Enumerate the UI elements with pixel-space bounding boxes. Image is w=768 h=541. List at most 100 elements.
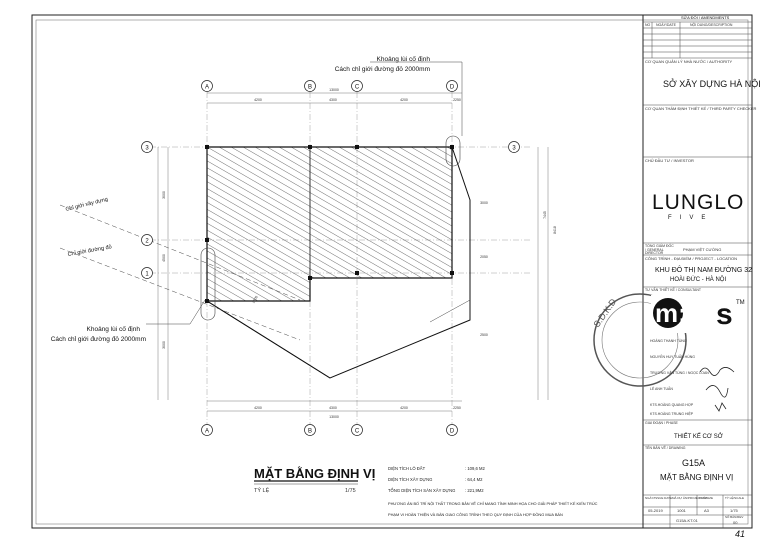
phase-value: THIẾT KẾ CƠ SỞ [674,434,723,440]
sheet-number: G15A-KT.01 [676,518,698,523]
director-name: PHẠM VIỆT CƯỜNG [683,247,722,252]
building-footprint [206,146,453,302]
grid-label-side: 1 [145,272,149,278]
dimension-label: 2200 [251,295,258,304]
rev-label: SỐ BẢN/REV [725,515,744,519]
meta-value: A3 [704,508,709,513]
lot-boundary [206,146,471,379]
meta-value: 1/75 [730,508,738,513]
brand-sub: FIVE [668,215,714,221]
project-label: CÔNG TRÌNH - ĐỊA ĐIỂM / PROJECT - LOCATI… [645,256,738,261]
staff-name: TRƯƠNG VĂN TÙNG / NGỌC LOAN [650,371,709,375]
authority-name: SỞ XÂY DỰNG HÀ NỘI [663,79,761,89]
svg-text:TM: TM [736,300,745,306]
annotation-setback-bottom-line1: Khoảng lùi cố định [87,324,141,333]
page-mark: 41 [735,529,746,539]
outer-border [31,14,753,529]
note-line: PHẠM VI HOÀN THIỆN VÀ BÀN GIAO CÔNG TRÌN… [388,512,563,517]
dimension-label: 3000 [162,341,166,349]
dimension-label: 4200 [254,98,262,102]
seal-text: S.D.K.D [591,296,618,329]
grid-label-bottom: D [450,429,455,435]
label-construction-line: Chỉ giới xây dựng [65,196,109,213]
grid-label-side: 2 [145,239,149,245]
consultant-logo: m:s s TM [651,295,745,333]
meta-label: TỶ LỆ/SCALE [725,496,745,500]
staff-name: LÊ ANH TUẤN [650,387,673,391]
meta-value: 05-2019 [648,508,663,513]
amend-col-no: NO [645,22,651,27]
scale-label: TỶ LỆ [254,486,270,494]
dimension-label: 4200 [400,98,408,102]
setback-marker-left [200,247,216,321]
signatures [699,367,735,412]
dimension-label: 4300 [329,406,337,410]
area-label: DIỆN TÍCH XÂY DỰNG [388,477,432,482]
grid-label-bottom: B [308,429,312,435]
grid-label-bottom: A [205,429,209,435]
svg-text:s: s [716,298,733,331]
grid-label-top: A [205,85,209,91]
dimension-label: 4300 [329,98,337,102]
checker-label: CƠ QUAN THẨM ĐỊNH THIẾT KẾ / THIRD PARTY… [645,106,757,111]
staff-name: NGUYỄN HUY TUẤN HÙNG [650,355,695,359]
svg-text:m:s: m:s [655,298,701,328]
grid-label-top: B [308,85,312,91]
amend-col-desc: NỘI DUNG/DESCRIPTION [690,22,733,27]
scale-value: 1/75 [345,488,356,494]
dimension-label: 2500 [480,333,488,337]
grid-label-bottom: C [355,429,360,435]
seal-stamp [593,293,687,387]
staff-name: KTS.HOÀNG TRUNG HIỆP [650,412,694,416]
drawing-code: G15A [682,458,706,468]
drawing-name: MẶT BẰNG ĐỊNH VỊ [660,473,734,482]
consultant-label: TƯ VẤN THIẾT KẾ / CONSULTANT [645,288,702,292]
dimension-total: 13000 [329,88,339,92]
meta-label: KHỔ/SIZE [699,496,714,500]
dimension-label: 2050 [480,255,488,259]
dimension-label: 4200 [254,406,262,410]
project-name: KHU ĐÔ THỊ NAM ĐƯỜNG 32 [655,267,753,274]
dimension-label: 7445 [543,211,547,219]
dimension-label: 2250 [453,98,461,102]
dimension-label: 8418 [553,226,557,234]
title-block-grid [643,21,752,528]
staff-name: HOÀNG THANH TÙNG [650,339,687,343]
phase-label: GIAI ĐOẠN / PHASE [645,421,678,425]
area-value: : 221,9M2 [465,488,484,493]
area-label: DIỆN TÍCH LÔ ĐẤT [388,466,426,471]
meta-value: 1001 [677,508,686,513]
area-label: TỔNG DIỆN TÍCH SÀN XÂY DỰNG [388,488,455,493]
meta-label: MÃ DỰ ÁN/PROJECT NO [672,496,708,500]
area-value: : 64,4 M2 [465,477,483,482]
staff-name: KTS.HOÀNG QUANG HỢP [650,403,694,407]
dimension-label: 3000 [480,201,488,205]
drawing-label: TÊN BẢN VẼ / DRAWING [645,446,686,450]
floor-plan [59,61,549,436]
amend-col-date: NGÀY/DATE [656,22,676,27]
grid-label-side: 3 [512,146,516,152]
setback-marker-top [445,135,461,167]
project-location: HOÀI ĐỨC - HÀ NỘI [670,277,727,283]
annotation-setback-bottom-line2: Cách chỉ giới đường đỏ 2000mm [51,335,146,343]
dimension-label: 4500 [162,254,166,262]
amendments-header: SỬA ĐỔI / AMENDMENTS [681,15,730,20]
investor-label: CHỦ ĐẦU TƯ / INVESTOR [645,158,694,163]
dimension-total: 13000 [329,415,339,419]
annotation-setback-top-line2: Cách chỉ giới đường đỏ 2000mm [335,65,430,73]
authority-label: CƠ QUAN QUẢN LÝ NHÀ NƯỚC / AUTHORITY [645,59,733,64]
dimension-label: 3000 [162,191,166,199]
director-label: TỔNG GIÁM ĐỐC / GENERAL DIRECTOR [645,244,674,255]
area-value: : 109,6 M2 [465,466,485,471]
brand-logo: LUNGLO [652,191,745,214]
dimension-label: 2250 [453,406,461,410]
note-line: PHƯƠNG ÁN BỐ TRÍ NỘI THẤT TRONG BẢN VẼ C… [388,501,598,506]
annotation-setback-top-line1: Khoảng lùi cố định [377,54,431,63]
grid-label-side: 3 [145,146,149,152]
grid-label-top: D [450,85,455,91]
grid-label-top: C [355,85,360,91]
meta-label: NGÀY/ISSUE DATE [645,496,672,500]
rev-value: 00 [733,520,738,525]
inner-border [35,19,749,525]
